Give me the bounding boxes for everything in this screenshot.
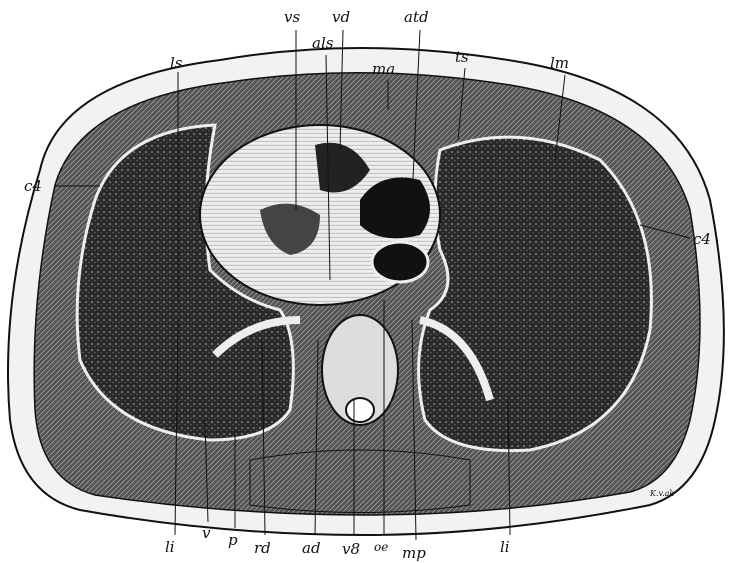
spinal-canal xyxy=(345,397,375,423)
right-lung xyxy=(75,123,295,442)
label-vs: vs xyxy=(284,8,300,26)
label-li-right: li xyxy=(500,538,510,556)
left-bronchus xyxy=(419,316,494,402)
label-vd: vd xyxy=(332,8,350,26)
label-rd: rd xyxy=(254,539,271,557)
label-ma: ma xyxy=(372,60,395,78)
label-ad: ad xyxy=(302,539,321,557)
back-muscles xyxy=(249,449,471,513)
label-v: v xyxy=(202,524,211,542)
left-lung xyxy=(417,135,653,453)
artist-signature: K.v.ak xyxy=(649,489,674,498)
label-atd: atd xyxy=(404,8,429,26)
label-lm: lm xyxy=(550,54,569,72)
label-v8: v8 xyxy=(342,540,360,558)
label-ls: ls xyxy=(170,54,183,72)
label-mp: mp xyxy=(402,544,426,562)
left-ventricle xyxy=(260,203,320,255)
label-li-left: li xyxy=(165,538,175,556)
right-ventricle xyxy=(315,142,370,193)
label-c4-left: c4 xyxy=(24,177,42,195)
leader-lines xyxy=(55,29,691,541)
label-p: p xyxy=(228,531,238,549)
label-c4-right: c4 xyxy=(693,230,711,248)
right-bronchus xyxy=(212,316,301,358)
vertebra xyxy=(321,314,399,426)
label-ts: ts xyxy=(455,48,469,66)
label-als: als xyxy=(312,34,334,52)
pulmonary-artery xyxy=(370,240,430,284)
label-oe: oe xyxy=(374,540,388,554)
